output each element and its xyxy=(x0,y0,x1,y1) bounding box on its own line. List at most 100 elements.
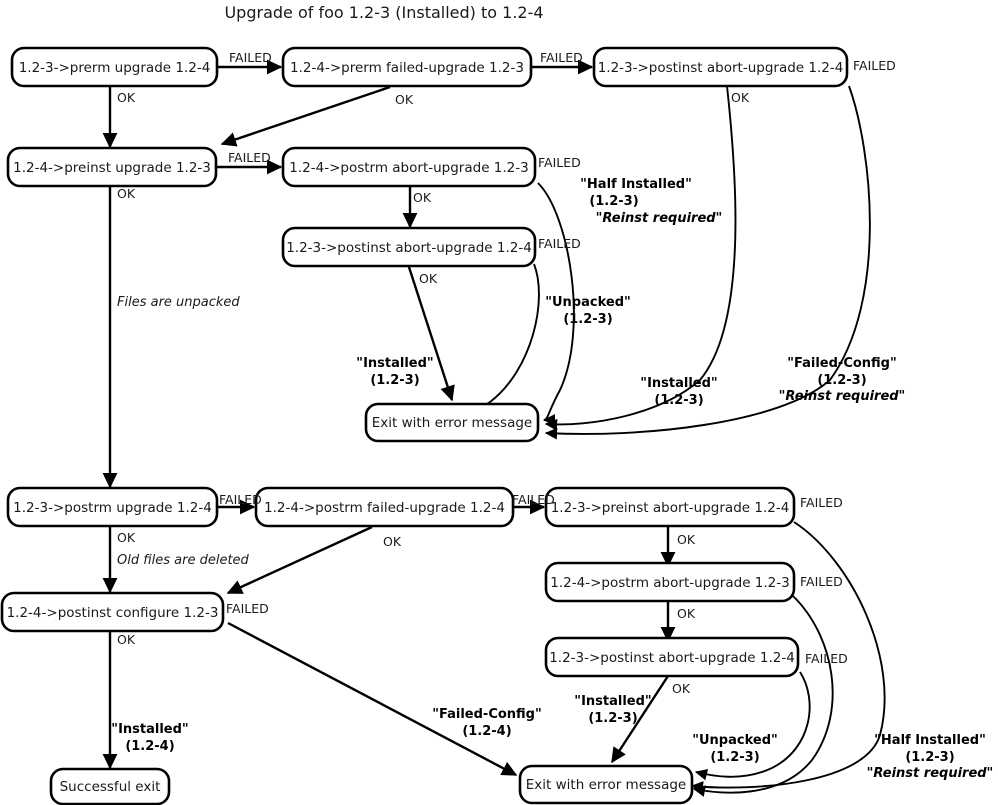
node-postrm-failed-upgrade[interactable]: 1.2-4->postrm failed-upgrade 1.2-4 xyxy=(254,486,515,528)
node-exit-with-error-message-upper[interactable]: Exit with error message xyxy=(364,402,540,443)
node-text: 1.2-3->postrm upgrade 1.2-4 xyxy=(13,500,212,516)
node-text: 1.2-4->postrm abort-upgrade 1.2-3 xyxy=(289,160,528,176)
state-label-installed-success: "Installed" (1.2-4) xyxy=(111,722,188,754)
node-text: 1.2-4->postrm abort-upgrade 1.2-3 xyxy=(550,575,789,591)
edge-postrmabortmid-failed-to-exit xyxy=(537,182,575,426)
state-line-2: (1.2-3) xyxy=(654,393,703,408)
edge-label-failed: FAILED xyxy=(538,155,581,170)
state-line-2: (1.2-3) xyxy=(710,750,759,765)
edge-postinstaborttop-failed-to-exit xyxy=(544,85,871,440)
edge-postrmabortlow-failed-to-exit xyxy=(692,595,834,797)
note-files-unpacked: Files are unpacked xyxy=(117,295,240,310)
node-postrm-upgrade[interactable]: 1.2-3->postrm upgrade 1.2-4 xyxy=(6,486,219,528)
node-postinst-abort-upgrade-top[interactable]: 1.2-3->postinst abort-upgrade 1.2-4 xyxy=(592,46,849,88)
diagram-title: Upgrade of foo 1.2-3 (Installed) to 1.2-… xyxy=(224,3,543,22)
node-postrm-abort-upgrade-mid[interactable]: 1.2-4->postrm abort-upgrade 1.2-3 xyxy=(281,146,537,188)
state-label-failed-config-upper: "Failed-Config" (1.2-3) "Reinst required… xyxy=(779,356,906,404)
edge-postinstabortlow-ok-to-exit xyxy=(610,675,670,764)
state-line-2: (1.2-3) xyxy=(589,194,638,209)
state-label-half-installed-lower: "Half Installed" (1.2-3) "Reinst require… xyxy=(867,733,994,781)
node-text: 1.2-3->preinst abort-upgrade 1.2-4 xyxy=(551,500,790,516)
node-postinst-abort-upgrade-mid[interactable]: 1.2-3->postinst abort-upgrade 1.2-4 xyxy=(281,226,537,268)
edge-label-failed: FAILED xyxy=(800,495,843,510)
state-line-1: "Unpacked" xyxy=(545,295,631,310)
node-text: 1.2-3->postinst abort-upgrade 1.2-4 xyxy=(549,650,795,666)
edge-label-failed: FAILED xyxy=(800,574,843,589)
node-postinst-configure[interactable]: 1.2-4->postinst configure 1.2-3 xyxy=(0,591,225,633)
state-label-unpacked-lower: "Unpacked" (1.2-3) xyxy=(692,733,778,765)
state-line-1: "Half Installed" xyxy=(580,177,692,192)
state-line-1: "Half Installed" xyxy=(874,733,986,748)
edge-label-ok: OK xyxy=(117,90,136,105)
state-line-1: "Installed" xyxy=(640,376,717,391)
node-prerm-upgrade[interactable]: 1.2-3->prerm upgrade 1.2-4 xyxy=(10,46,219,88)
edge-label-failed: FAILED xyxy=(229,50,272,65)
state-line-3: "Reinst required" xyxy=(779,389,906,404)
edge-label-failed: FAILED xyxy=(853,58,896,73)
node-box xyxy=(49,767,171,805)
edge-postinstabortlow-failed-to-exit xyxy=(694,671,811,781)
edge-label-failed: FAILED xyxy=(540,50,583,65)
node-text: 1.2-4->postrm failed-upgrade 1.2-4 xyxy=(264,500,505,516)
edge-postrmfailed-to-postinstconfigure xyxy=(226,525,373,595)
state-line-2: (1.2-3) xyxy=(370,373,419,388)
edge-postinstconfigure-failed-to-exit xyxy=(227,621,518,777)
state-line-2: (1.2-4) xyxy=(462,724,511,739)
edge-label-failed: FAILED xyxy=(538,236,581,251)
edge-label-ok: OK xyxy=(677,532,696,547)
node-text: 1.2-3->postinst abort-upgrade 1.2-4 xyxy=(286,240,532,256)
edge-postinstaborttop-ok-to-exit xyxy=(544,85,737,431)
edge-label-failed: FAILED xyxy=(219,492,262,507)
node-text: 1.2-4->preinst upgrade 1.2-3 xyxy=(13,160,211,176)
state-line-3: "Reinst required" xyxy=(867,766,994,781)
state-line-1: "Installed" xyxy=(574,694,651,709)
node-box xyxy=(281,146,537,188)
state-line-2: (1.2-3) xyxy=(905,750,954,765)
state-line-2: (1.2-4) xyxy=(125,739,174,754)
node-text: Exit with error message xyxy=(372,415,532,431)
edge-label-ok: OK xyxy=(731,90,750,105)
state-line-1: "Failed-Config" xyxy=(787,356,897,371)
node-box xyxy=(6,486,219,528)
edge-label-failed: FAILED xyxy=(805,651,848,666)
node-box xyxy=(10,46,219,88)
node-box xyxy=(281,226,537,268)
edge-postinstabortmid-failed-to-exit xyxy=(465,263,540,415)
edge-label-ok: OK xyxy=(419,271,438,286)
edge-label-ok: OK xyxy=(395,92,414,107)
node-preinst-abort-upgrade[interactable]: 1.2-3->preinst abort-upgrade 1.2-4 xyxy=(544,486,796,528)
edge-label-failed: FAILED xyxy=(226,601,269,616)
edge-label-ok: OK xyxy=(117,186,136,201)
node-box xyxy=(281,46,533,88)
edge-label-failed: FAILED xyxy=(228,150,271,165)
node-box xyxy=(518,764,694,805)
edge-label-failed: FAILED xyxy=(512,492,555,507)
edge-label-ok: OK xyxy=(117,530,136,545)
node-text: Exit with error message xyxy=(526,777,686,793)
node-box xyxy=(254,486,515,528)
node-postinst-abort-upgrade-low[interactable]: 1.2-3->postinst abort-upgrade 1.2-4 xyxy=(544,636,800,678)
node-successful-exit[interactable]: Successful exit xyxy=(49,767,171,805)
state-label-half-installed-upper: "Half Installed" (1.2-3) "Reinst require… xyxy=(580,177,722,226)
state-line-2: (1.2-3) xyxy=(588,711,637,726)
state-line-2: (1.2-3) xyxy=(563,312,612,327)
node-box xyxy=(544,636,800,678)
state-label-installed-upper-left: "Installed" (1.2-3) xyxy=(356,356,433,388)
node-box xyxy=(0,591,225,633)
node-box xyxy=(592,46,849,88)
edge-postinstabortmid-ok-to-exit xyxy=(406,263,455,402)
node-preinst-upgrade[interactable]: 1.2-4->preinst upgrade 1.2-3 xyxy=(6,146,218,188)
node-postrm-abort-upgrade-low[interactable]: 1.2-4->postrm abort-upgrade 1.2-3 xyxy=(544,561,796,603)
node-exit-with-error-message-lower[interactable]: Exit with error message xyxy=(518,764,694,805)
state-line-1: "Installed" xyxy=(111,722,188,737)
node-text: 1.2-3->postinst abort-upgrade 1.2-4 xyxy=(598,60,844,76)
edge-label-ok: OK xyxy=(383,534,402,549)
node-prerm-failed-upgrade[interactable]: 1.2-4->prerm failed-upgrade 1.2-3 xyxy=(281,46,533,88)
note-old-files-deleted: Old files are deleted xyxy=(117,553,250,568)
state-label-installed-lower: "Installed" (1.2-3) xyxy=(574,694,651,726)
node-text: 1.2-3->prerm upgrade 1.2-4 xyxy=(19,60,211,76)
edge-label-ok: OK xyxy=(413,190,432,205)
state-label-unpacked-upper: "Unpacked" (1.2-3) xyxy=(545,295,631,327)
node-box xyxy=(364,402,540,443)
